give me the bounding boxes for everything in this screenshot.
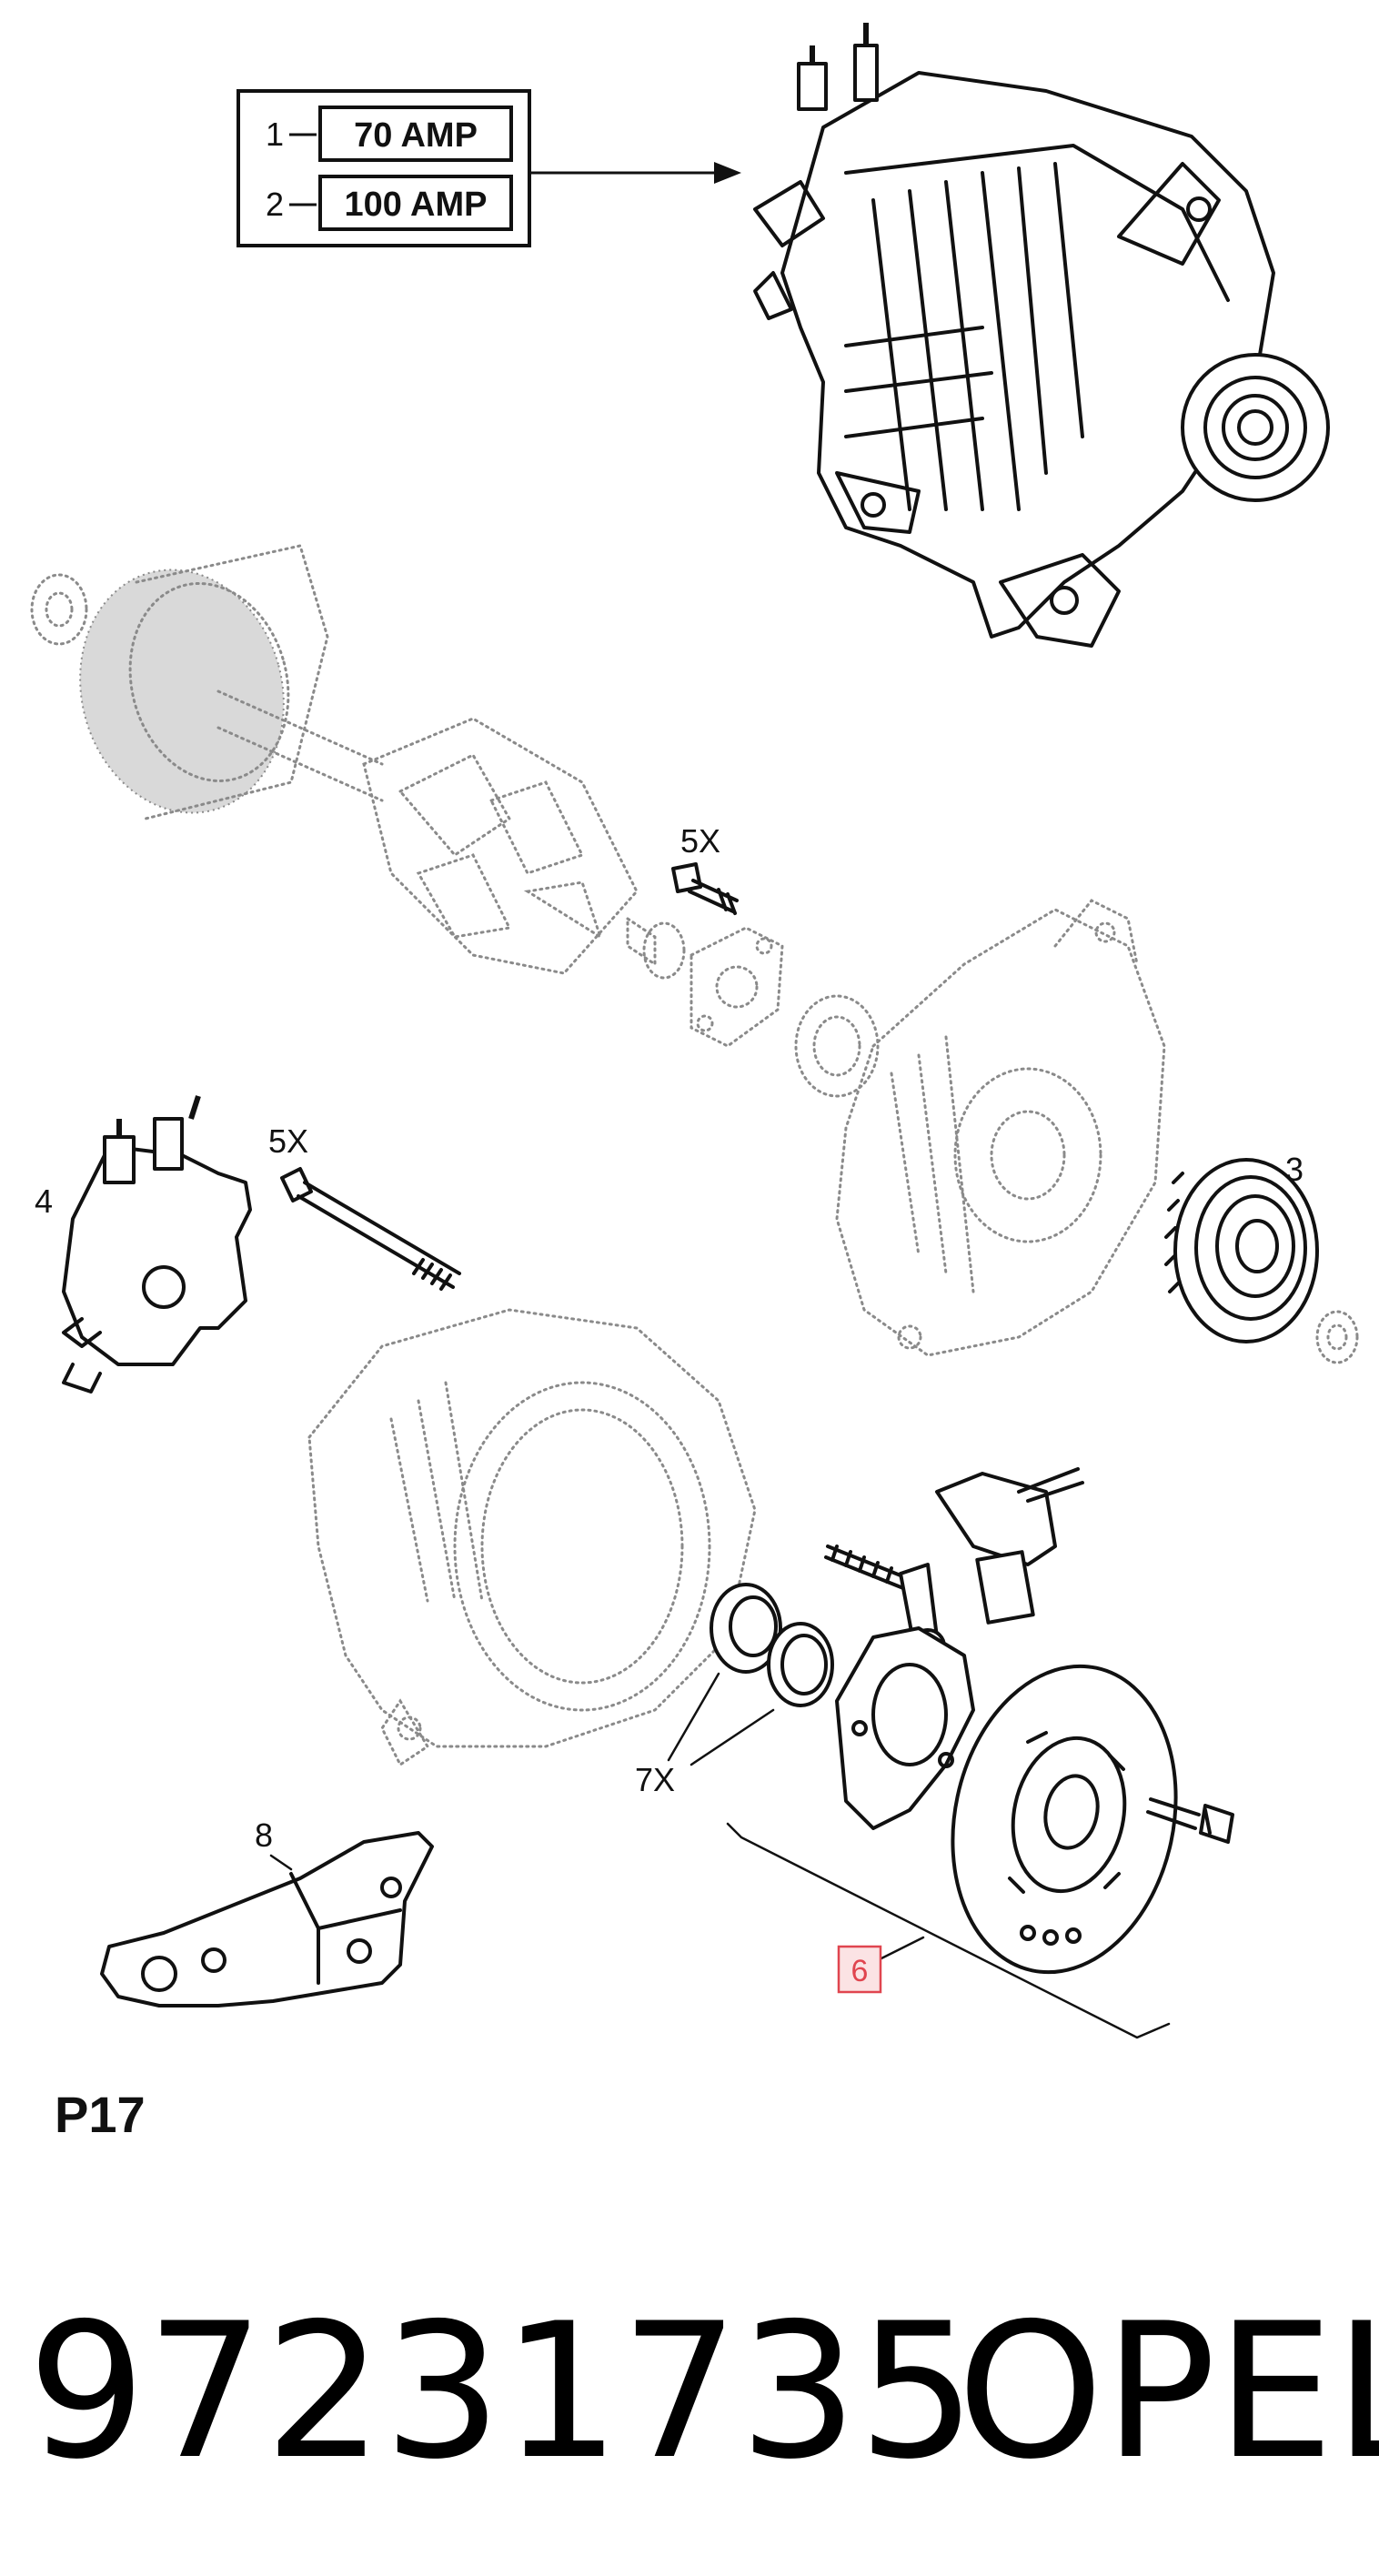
legend-label-100amp: 100 AMP <box>345 186 488 224</box>
part-number: 97231735 <box>27 2284 976 2501</box>
brand-name: OPEL <box>957 2284 1379 2501</box>
regulator-4[interactable]: 4 <box>35 1095 252 1394</box>
legend-index-2: 2 <box>266 186 284 223</box>
legend-arrow-head <box>714 162 741 184</box>
legend-option-100amp[interactable] <box>318 175 513 231</box>
bolt-5x-long[interactable]: 5X <box>268 1122 461 1291</box>
callout-5x-top: 5X <box>680 822 720 860</box>
callout-5x-left: 5X <box>268 1122 308 1160</box>
pulley-3[interactable]: 3 <box>1164 1151 1319 1343</box>
legend-index-1: 1 <box>266 116 284 153</box>
alternator-mount-ear <box>1117 162 1221 266</box>
alternator-assembly[interactable] <box>753 23 1330 648</box>
drive-end-housing-ghost <box>835 899 1166 1357</box>
bolt-5x-top[interactable]: 5X <box>671 822 739 915</box>
callout-6-highlight[interactable]: 6 <box>837 1945 882 1994</box>
callout-4: 4 <box>35 1182 53 1220</box>
callout-6: 6 <box>851 1954 869 1988</box>
page-code: P17 <box>55 2086 146 2143</box>
pulley-nut-ghost <box>1315 1310 1359 1364</box>
amperage-legend: 1 70 AMP 2 100 AMP <box>237 89 741 247</box>
bearings-7x[interactable]: 7X <box>635 1583 834 1798</box>
callout-8: 8 <box>255 1816 273 1854</box>
bearing-plate-ghost <box>642 921 880 1098</box>
legend-option-70amp[interactable] <box>318 106 513 162</box>
callout-7x: 7X <box>635 1761 675 1798</box>
legend-label-70amp: 70 AMP <box>354 116 478 155</box>
stator-housing-ghost <box>307 1308 757 1767</box>
alternator-terminal-b <box>797 62 828 111</box>
slip-ring-set-6[interactable] <box>726 1467 1234 2039</box>
rotor-ghost <box>30 544 657 975</box>
bracket-8[interactable]: 8 <box>100 1816 434 2007</box>
